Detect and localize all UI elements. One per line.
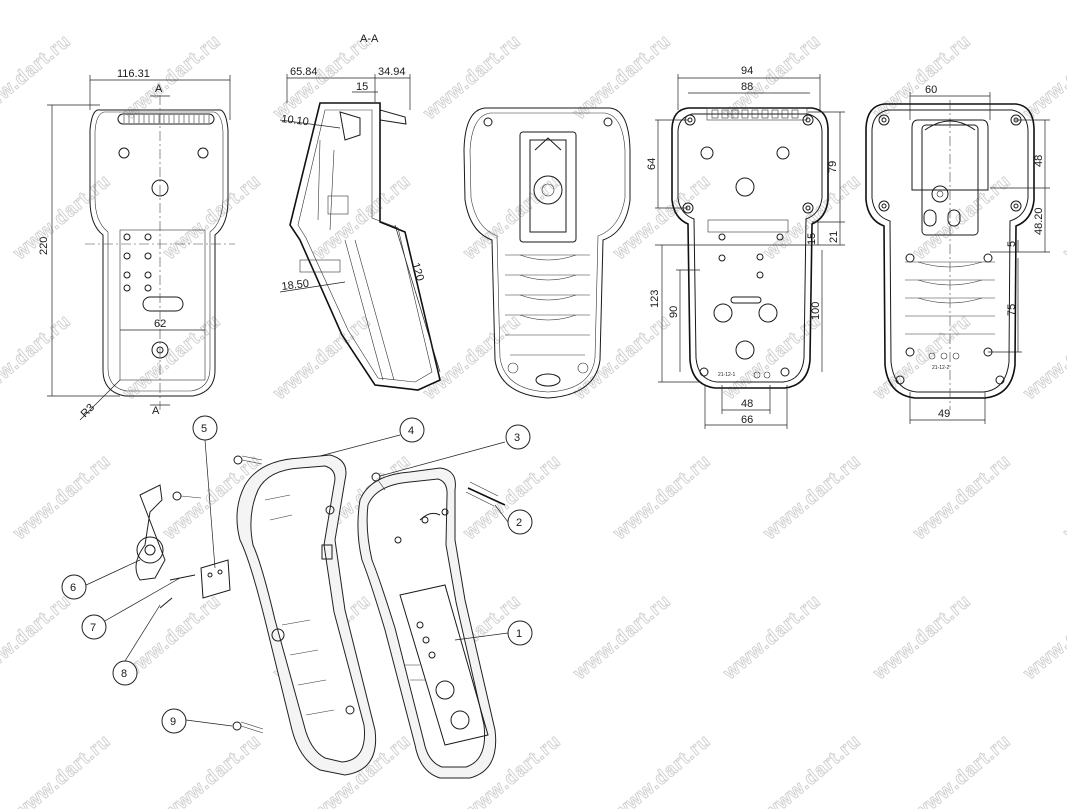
- dim-side-right: 34.94: [378, 66, 406, 78]
- watermark-text: www.dart.ru: [9, 171, 115, 265]
- screw-top: [233, 455, 263, 465]
- dim-back-49: 49: [938, 408, 950, 420]
- watermark-text: www.dart.ru: [1059, 171, 1067, 265]
- dim-side-left: 65.84: [290, 66, 318, 78]
- svg-text:6: 6: [70, 582, 76, 594]
- dim-side-15: 15: [356, 81, 368, 93]
- watermark-text: www.dart.ru: [569, 311, 675, 405]
- watermark-text: www.dart.ru: [609, 451, 715, 545]
- balloon-6: 6: [61, 574, 87, 600]
- label-code-1: 21-12-1: [718, 372, 735, 378]
- section-view: A-A 65.84 34.94 15 10.10 18.50 120: [279, 33, 441, 391]
- watermark-text: www.dart.ru: [1059, 451, 1067, 545]
- dim-side-18: 18.50: [281, 278, 310, 293]
- watermark-text: www.dart.ru: [9, 731, 115, 809]
- watermark-text: www.dart.ru: [569, 591, 675, 685]
- watermark-text: www.dart.ru: [869, 591, 975, 685]
- dim-front-inner: 62: [154, 318, 166, 330]
- watermark-text: www.dart.ru: [719, 591, 825, 685]
- watermark-text: www.dart.ru: [159, 731, 265, 809]
- watermark-text: www.dart.ru: [569, 31, 675, 125]
- watermark-text: www.dart.ru: [269, 311, 375, 405]
- watermark-text: www.dart.ru: [1059, 731, 1067, 809]
- screw-3: [371, 472, 386, 491]
- balloon-1: 1: [507, 620, 533, 646]
- watermark-text: www.dart.ru: [459, 171, 565, 265]
- watermark-text: www.dart.ru: [1019, 311, 1067, 405]
- watermark-text: www.dart.ru: [419, 31, 525, 125]
- balloon-7: 7: [81, 614, 107, 640]
- dim-back-5: 5: [1006, 241, 1018, 247]
- dim-inner-94: 94: [741, 65, 753, 77]
- balloon-8: 8: [112, 660, 138, 686]
- dim-side-120: 120: [409, 261, 426, 282]
- watermark-text: www.dart.ru: [9, 451, 115, 545]
- dim-back-60: 60: [925, 84, 937, 96]
- watermark-text: www.dart.ru: [119, 311, 225, 405]
- watermark-text: www.dart.ru: [0, 311, 75, 405]
- dim-inner-88: 88: [741, 81, 753, 93]
- svg-text:9: 9: [170, 716, 176, 728]
- dim-side-10: 10.10: [281, 113, 310, 128]
- dim-inner-48: 48: [741, 398, 753, 410]
- inner-back-view: 21-12-2 60 48 48.20 5 75 49: [865, 84, 1050, 424]
- svg-text:3: 3: [514, 432, 520, 444]
- dim-back-75: 75: [1006, 304, 1018, 316]
- watermark-text: www.dart.ru: [0, 31, 75, 125]
- dim-front-height: 220: [38, 237, 50, 255]
- exploded-view: [83, 434, 509, 779]
- dim-inner-21: 21: [828, 231, 840, 243]
- inner-front-view: 21-12-1 94 88 64 79 15 21 123 90 100 48: [646, 65, 845, 429]
- watermark-text: www.dart.ru: [1019, 31, 1067, 125]
- watermark-text: www.dart.ru: [309, 171, 415, 265]
- section-marker-bottom: A: [152, 405, 160, 417]
- balloon-5: 5: [192, 415, 218, 441]
- svg-text:2: 2: [516, 517, 522, 529]
- dim-inner-66: 66: [741, 414, 753, 426]
- watermark-text: www.dart.ru: [1019, 591, 1067, 685]
- watermark-text: www.dart.ru: [759, 451, 865, 545]
- section-title: A-A: [360, 33, 379, 45]
- balloon-2: 2: [507, 509, 533, 535]
- label-code-2: 21-12-2: [932, 365, 949, 371]
- balloon-4: 4: [399, 417, 425, 443]
- dim-inner-123: 123: [649, 290, 661, 308]
- screw-6: [172, 491, 202, 501]
- section-marker-top: A: [155, 83, 163, 95]
- dim-inner-64: 64: [646, 158, 658, 170]
- watermark-text: www.dart.ru: [609, 731, 715, 809]
- watermark-text: www.dart.ru: [909, 171, 1015, 265]
- dim-inner-79: 79: [827, 161, 839, 173]
- balloon-9: 9: [161, 708, 187, 734]
- rear-view: [463, 107, 631, 399]
- svg-text:1: 1: [516, 628, 522, 640]
- front-view: A A 116.31 220 62 R3: [38, 68, 235, 421]
- dim-back-48-20: 48.20: [1033, 207, 1045, 235]
- balloon-3: 3: [505, 424, 531, 450]
- svg-text:5: 5: [201, 423, 207, 435]
- watermark-text: www.dart.ru: [0, 591, 75, 685]
- watermark-text: www.dart.ru: [159, 171, 265, 265]
- dim-inner-15: 15: [806, 233, 818, 245]
- dim-front-width: 116.31: [117, 68, 150, 80]
- svg-text:4: 4: [408, 425, 414, 437]
- svg-text:7: 7: [90, 622, 96, 634]
- watermark-text: www.dart.ru: [909, 731, 1015, 809]
- svg-text:8: 8: [121, 668, 127, 680]
- watermark-text: www.dart.ru: [909, 451, 1015, 545]
- dim-inner-90: 90: [668, 306, 680, 318]
- watermark-text: www.dart.ru: [759, 731, 865, 809]
- dim-inner-100: 100: [810, 302, 822, 320]
- dim-radius: R3: [79, 402, 97, 420]
- dim-back-48: 48: [1033, 155, 1045, 167]
- screw-9: [232, 721, 264, 734]
